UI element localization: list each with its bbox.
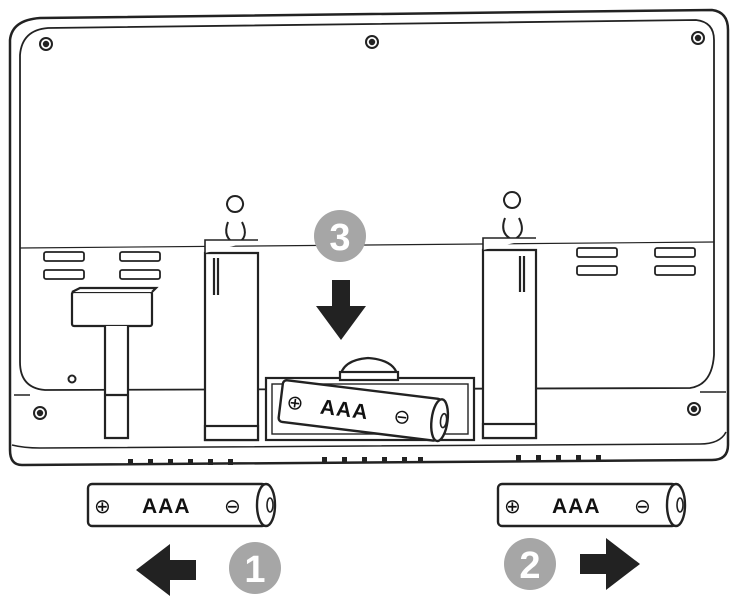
keyhole-hangers bbox=[225, 191, 523, 246]
bottom-rubber-dots bbox=[128, 455, 601, 465]
inserted-aaa-battery: ⊕ AAA ⊖ bbox=[277, 379, 450, 443]
battery-label: AAA bbox=[552, 495, 601, 518]
battery-label: AAA bbox=[142, 495, 191, 518]
right-arrow-icon bbox=[580, 538, 640, 590]
device-back-housing bbox=[8, 8, 730, 467]
negative-symbol: ⊖ bbox=[224, 494, 241, 518]
down-arrow-icon bbox=[316, 280, 366, 340]
step-3-marker: 3 bbox=[314, 210, 366, 340]
positive-symbol: ⊕ bbox=[504, 494, 521, 518]
step-2-marker: 2 bbox=[504, 538, 640, 590]
screws bbox=[33, 31, 705, 420]
step-number: 1 bbox=[244, 549, 265, 591]
positive-symbol: ⊕ bbox=[94, 494, 111, 518]
removed-aaa-battery-right: ⊕ AAA ⊖ bbox=[496, 482, 687, 528]
step-number: 2 bbox=[519, 545, 540, 587]
left-arrow-icon bbox=[136, 544, 196, 596]
support-legs bbox=[203, 237, 538, 442]
removed-aaa-battery-left: ⊕ AAA ⊖ bbox=[86, 482, 277, 528]
negative-symbol: ⊖ bbox=[634, 494, 651, 518]
stand-hinge bbox=[70, 286, 159, 440]
negative-symbol: ⊖ bbox=[392, 404, 412, 430]
vent-slots bbox=[43, 247, 696, 280]
step-number: 3 bbox=[329, 217, 350, 259]
step-1-marker: 1 bbox=[136, 542, 281, 596]
positive-symbol: ⊕ bbox=[285, 389, 305, 415]
